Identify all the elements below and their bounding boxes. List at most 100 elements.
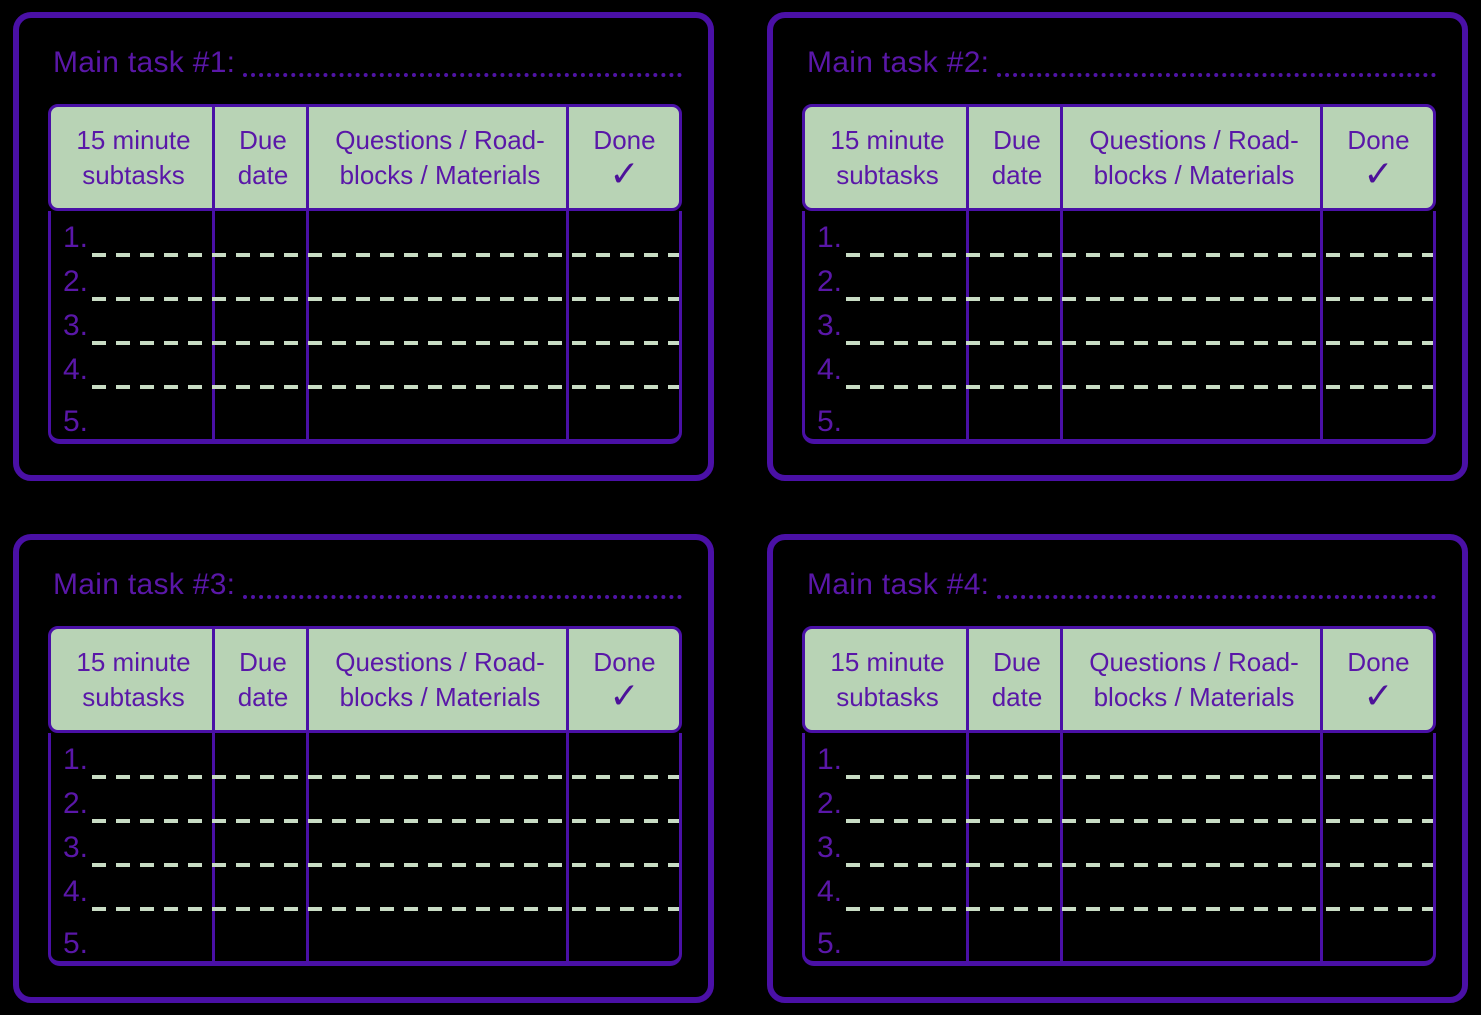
table-body: 1. 2. 3. 4. 5. bbox=[802, 733, 1436, 966]
subtask-row-5[interactable]: 5. bbox=[805, 909, 1433, 961]
row-number: 5. bbox=[63, 405, 89, 438]
column-divider bbox=[212, 626, 215, 966]
column-header-subtasks: 15 minute subtasks bbox=[51, 629, 216, 730]
subtask-row-3[interactable]: 3. bbox=[805, 299, 1433, 345]
task-title-blank-line[interactable] bbox=[997, 73, 1436, 77]
header-line: Questions / Road- bbox=[335, 124, 545, 155]
column-header-subtasks: 15 minute subtasks bbox=[805, 107, 970, 208]
header-line: subtasks bbox=[836, 159, 939, 190]
subtask-row-4[interactable]: 4. bbox=[805, 343, 1433, 389]
title-row: Main task #4: bbox=[807, 566, 1436, 604]
task-card-4: Main task #4: 15 minute subtasks Due dat… bbox=[767, 534, 1468, 1003]
column-header-done: Done ✓ bbox=[1324, 107, 1433, 208]
column-header-questions-roadblocks-materials: Questions / Road- blocks / Materials bbox=[1064, 107, 1324, 208]
subtask-row-3[interactable]: 3. bbox=[51, 299, 679, 345]
column-divider bbox=[212, 104, 215, 444]
main-task-label: Main task #4: bbox=[807, 568, 990, 601]
task-card-2: Main task #2: 15 minute subtasks Due dat… bbox=[767, 12, 1468, 481]
subtasks-table: 15 minute subtasks Due date Questions / … bbox=[802, 626, 1436, 966]
task-card-1: Main task #1: 15 minute subtasks Due dat… bbox=[13, 12, 714, 481]
header-line: Done bbox=[593, 125, 656, 155]
subtask-row-2[interactable]: 2. bbox=[805, 777, 1433, 823]
column-header-subtasks: 15 minute subtasks bbox=[805, 629, 970, 730]
subtask-row-1[interactable]: 1. bbox=[805, 733, 1433, 779]
header-line: Questions / Road- bbox=[1089, 124, 1299, 155]
subtask-row-4[interactable]: 4. bbox=[805, 865, 1433, 911]
row-number: 4. bbox=[63, 353, 89, 386]
row-number: 5. bbox=[817, 405, 843, 438]
done-check-icon: ✓ bbox=[1363, 676, 1394, 717]
done-check-icon: ✓ bbox=[609, 676, 640, 717]
subtask-row-1[interactable]: 1. bbox=[51, 211, 679, 257]
header-line: Due bbox=[993, 646, 1041, 677]
column-divider bbox=[966, 626, 969, 966]
column-header-done: Done ✓ bbox=[570, 107, 679, 208]
header-line: 15 minute bbox=[830, 124, 945, 155]
column-header-due-date: Due date bbox=[216, 107, 310, 208]
subtask-row-2[interactable]: 2. bbox=[51, 255, 679, 301]
done-check-icon: ✓ bbox=[609, 154, 640, 195]
subtask-row-3[interactable]: 3. bbox=[51, 821, 679, 867]
row-number: 4. bbox=[63, 875, 89, 908]
subtasks-table: 15 minute subtasks Due date Questions / … bbox=[802, 104, 1436, 444]
subtask-row-5[interactable]: 5. bbox=[51, 909, 679, 961]
row-write-line bbox=[846, 819, 1433, 823]
table-header: 15 minute subtasks Due date Questions / … bbox=[802, 104, 1436, 211]
row-number: 2. bbox=[817, 265, 843, 298]
header-line: blocks / Materials bbox=[339, 159, 541, 190]
table-header: 15 minute subtasks Due date Questions / … bbox=[802, 626, 1436, 733]
row-write-line bbox=[846, 253, 1433, 257]
task-title-blank-line[interactable] bbox=[243, 595, 682, 599]
row-write-line bbox=[846, 385, 1433, 389]
column-header-subtasks: 15 minute subtasks bbox=[51, 107, 216, 208]
subtask-row-1[interactable]: 1. bbox=[805, 211, 1433, 257]
subtask-row-4[interactable]: 4. bbox=[51, 343, 679, 389]
main-task-label: Main task #2: bbox=[807, 46, 990, 79]
subtask-row-2[interactable]: 2. bbox=[51, 777, 679, 823]
row-number: 1. bbox=[63, 743, 89, 776]
header-line: Due bbox=[239, 124, 287, 155]
row-number: 2. bbox=[63, 265, 89, 298]
subtask-row-2[interactable]: 2. bbox=[805, 255, 1433, 301]
column-header-due-date: Due date bbox=[216, 629, 310, 730]
row-number: 3. bbox=[817, 309, 843, 342]
main-task-label: Main task #1: bbox=[53, 46, 236, 79]
subtask-row-1[interactable]: 1. bbox=[51, 733, 679, 779]
table-body: 1. 2. 3. 4. 5. bbox=[802, 211, 1436, 444]
header-line: Questions / Road- bbox=[335, 646, 545, 677]
column-header-done: Done ✓ bbox=[1324, 629, 1433, 730]
row-number: 1. bbox=[63, 221, 89, 254]
task-title-blank-line[interactable] bbox=[243, 73, 682, 77]
row-number: 4. bbox=[817, 353, 843, 386]
header-line: 15 minute bbox=[830, 646, 945, 677]
table-body: 1. 2. 3. 4. 5. bbox=[48, 211, 682, 444]
title-row: Main task #1: bbox=[53, 44, 682, 82]
header-line: date bbox=[237, 159, 289, 190]
table-header: 15 minute subtasks Due date Questions / … bbox=[48, 104, 682, 211]
row-number: 3. bbox=[63, 309, 89, 342]
task-title-blank-line[interactable] bbox=[997, 595, 1436, 599]
row-write-line bbox=[846, 907, 1433, 911]
header-line: blocks / Materials bbox=[339, 681, 541, 712]
column-divider bbox=[1060, 104, 1063, 444]
row-number: 2. bbox=[817, 787, 843, 820]
subtask-row-5[interactable]: 5. bbox=[805, 387, 1433, 439]
column-divider bbox=[306, 104, 309, 444]
row-write-line bbox=[92, 297, 679, 301]
column-header-due-date: Due date bbox=[970, 107, 1064, 208]
row-number: 1. bbox=[817, 743, 843, 776]
header-line: date bbox=[237, 681, 289, 712]
subtask-row-3[interactable]: 3. bbox=[805, 821, 1433, 867]
subtask-row-5[interactable]: 5. bbox=[51, 387, 679, 439]
row-number: 5. bbox=[817, 927, 843, 960]
subtask-row-4[interactable]: 4. bbox=[51, 865, 679, 911]
row-write-line bbox=[92, 907, 679, 911]
subtasks-table: 15 minute subtasks Due date Questions / … bbox=[48, 626, 682, 966]
main-task-label: Main task #3: bbox=[53, 568, 236, 601]
column-header-questions-roadblocks-materials: Questions / Road- blocks / Materials bbox=[310, 629, 570, 730]
done-check-icon: ✓ bbox=[1363, 154, 1394, 195]
row-number: 3. bbox=[63, 831, 89, 864]
column-divider bbox=[566, 104, 569, 444]
header-line: 15 minute bbox=[76, 124, 191, 155]
